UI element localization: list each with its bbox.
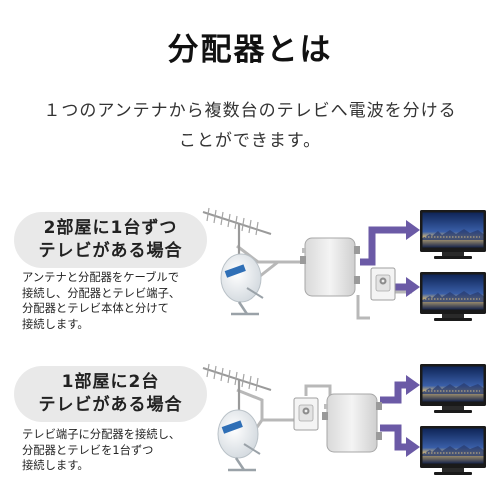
section2-heading-line-1: 1部屋に2台 <box>61 372 160 392</box>
page-subtitle: １つのアンテナから複数台のテレビへ電波を分ける ことができます。 <box>20 96 480 156</box>
wall-outlet-icon <box>293 397 319 431</box>
wall-outlet-icon <box>370 267 396 301</box>
section1-desc-line-3: 分配器とテレビ本体と分けて <box>22 302 169 315</box>
outlet-cable <box>356 295 370 320</box>
section2-desc-line-3: 接続します。 <box>22 459 89 472</box>
section2-desc-line-1: テレビ端子に分配器を接続し、 <box>22 428 181 441</box>
subtitle-line-1: １つのアンテナから複数台のテレビへ電波を分ける <box>43 101 457 121</box>
section1-desc-line-1: アンテナと分配器をケーブルで <box>22 271 180 284</box>
arrow-to-tv-1 <box>380 381 408 404</box>
television-icon <box>419 271 487 322</box>
section1-diagram <box>201 206 487 322</box>
television-icon <box>419 425 487 476</box>
subtitle-line-2: ことができます。 <box>178 131 322 151</box>
section1-desc-line-4: 接続します。 <box>22 317 89 331</box>
section1-heading: 2部屋に1台ずつ テレビがある場合 <box>14 212 207 268</box>
section2-description: テレビ端子に分配器を接続し、 分配器とテレビを1台ずつ 接続します。 <box>22 427 180 474</box>
section2-desc-line-2: 分配器とテレビを1台ずつ <box>22 443 154 457</box>
antenna-cable <box>236 388 296 422</box>
arrow-to-tv-2 <box>380 424 408 451</box>
uhf-antenna-icon <box>201 206 273 264</box>
section1-heading-line-2: テレビがある場合 <box>38 241 183 261</box>
page-title: 分配器とは <box>167 32 333 68</box>
arrowhead-tv-2 <box>406 277 420 297</box>
section1-desc-line-2: 接続し、分配器とテレビ端子、 <box>22 286 181 300</box>
arrow-to-tv-1 <box>360 226 408 266</box>
antenna-cable <box>236 244 305 264</box>
section2-heading-line-2: テレビがある場合 <box>38 395 183 415</box>
arrowhead-tv-2 <box>406 437 420 457</box>
section1-description: アンテナと分配器をケーブルで 接続し、分配器とテレビ端子、 分配器とテレビ本体と… <box>22 270 180 332</box>
arrowhead-tv-1 <box>406 220 420 240</box>
television-icon <box>419 209 487 260</box>
section2-heading: 1部屋に2台 テレビがある場合 <box>14 366 207 422</box>
section1-heading-line-1: 2部屋に1台ずつ <box>43 218 178 238</box>
splitter-icon <box>299 237 361 297</box>
outlet-to-splitter-cable <box>304 384 332 400</box>
television-icon <box>419 363 487 414</box>
section2-diagram <box>201 362 487 476</box>
splitter-icon <box>321 393 383 453</box>
bs-dish-antenna-icon <box>219 252 265 316</box>
arrowhead-tv-1 <box>406 375 420 395</box>
bs-dish-antenna-icon <box>216 408 262 472</box>
